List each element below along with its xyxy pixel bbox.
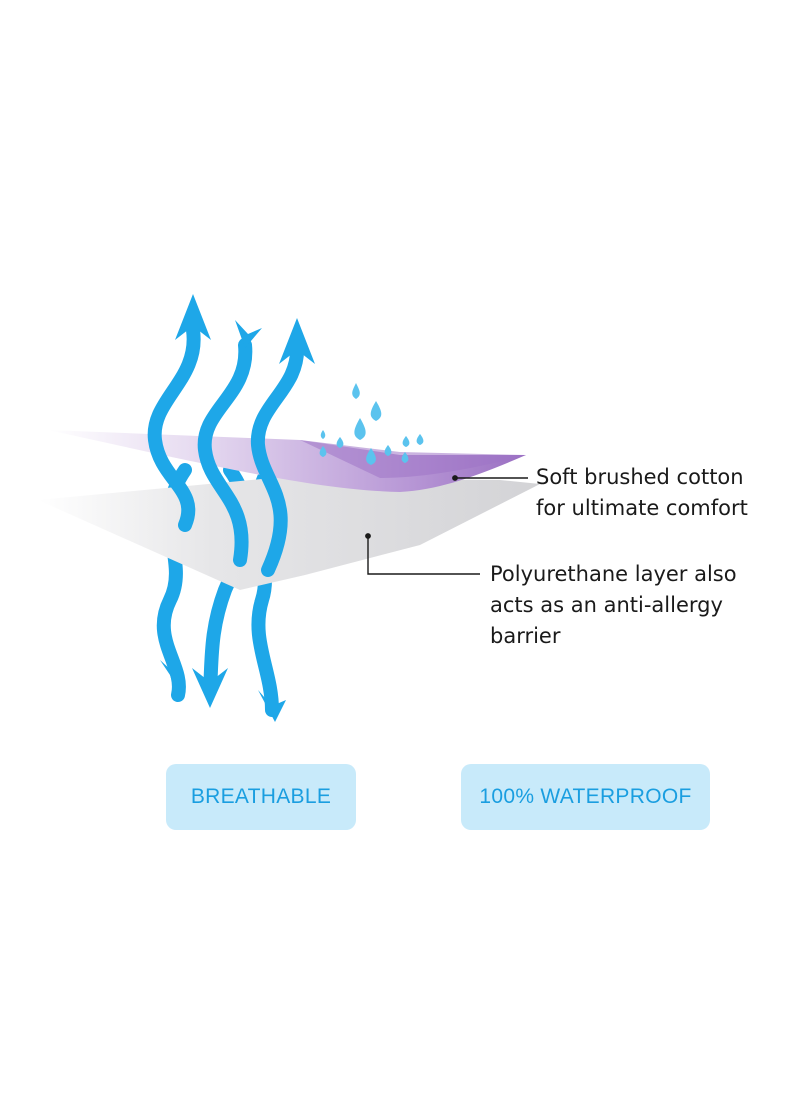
polyurethane-callout-line1: Polyurethane layer also — [490, 562, 737, 586]
water-droplet-icon — [370, 401, 382, 421]
waterproof-badge-label: 100% WATERPROOF — [479, 785, 692, 808]
down-arrow-icon — [258, 690, 286, 722]
down-arrow-icon — [192, 668, 228, 708]
down-arrow-icon — [160, 660, 182, 700]
up-arrow-icon — [279, 318, 315, 364]
cotton-leader-dot — [452, 475, 458, 481]
water-droplet-icon — [336, 437, 344, 448]
water-droplet-icon — [319, 446, 327, 457]
water-droplet-icon — [401, 452, 409, 463]
up-flow-arrows — [147, 323, 305, 577]
polyurethane-callout: Polyurethane layer also acts as an anti-… — [490, 559, 737, 652]
polyurethane-callout-line3: barrier — [490, 624, 561, 648]
polyurethane-layer — [38, 478, 540, 590]
water-droplets — [319, 383, 424, 465]
cotton-callout: Soft brushed cotton for ultimate comfort — [536, 462, 748, 524]
water-droplet-icon — [352, 383, 360, 399]
cotton-callout-line1: Soft brushed cotton — [536, 465, 744, 489]
waterproof-badge: 100% WATERPROOF — [461, 764, 710, 830]
wavy-arrow-mid-upper — [197, 338, 253, 567]
water-droplet-icon — [384, 445, 392, 456]
polyurethane-callout-line2: acts as an anti-allergy — [490, 593, 723, 617]
down-arrow-icon — [235, 320, 262, 348]
wavy-arrow-left-upper — [147, 323, 201, 532]
breathable-badge: BREATHABLE — [166, 764, 356, 830]
cotton-layer-edge — [300, 440, 526, 478]
pu-leader-line — [367, 536, 480, 575]
water-droplet-icon — [402, 436, 410, 447]
water-droplet-icon — [366, 448, 376, 465]
up-arrow-icon — [175, 294, 211, 340]
water-droplet-icon — [416, 434, 424, 445]
wavy-arrow-right-upper — [250, 338, 305, 577]
breathable-badge-label: BREATHABLE — [190, 785, 332, 808]
water-droplet-icon — [320, 430, 326, 439]
water-droplet-icon — [354, 418, 366, 440]
callout-leaders — [365, 475, 528, 575]
pu-leader-dot — [365, 533, 371, 539]
cotton-callout-line2: for ultimate comfort — [536, 496, 748, 520]
